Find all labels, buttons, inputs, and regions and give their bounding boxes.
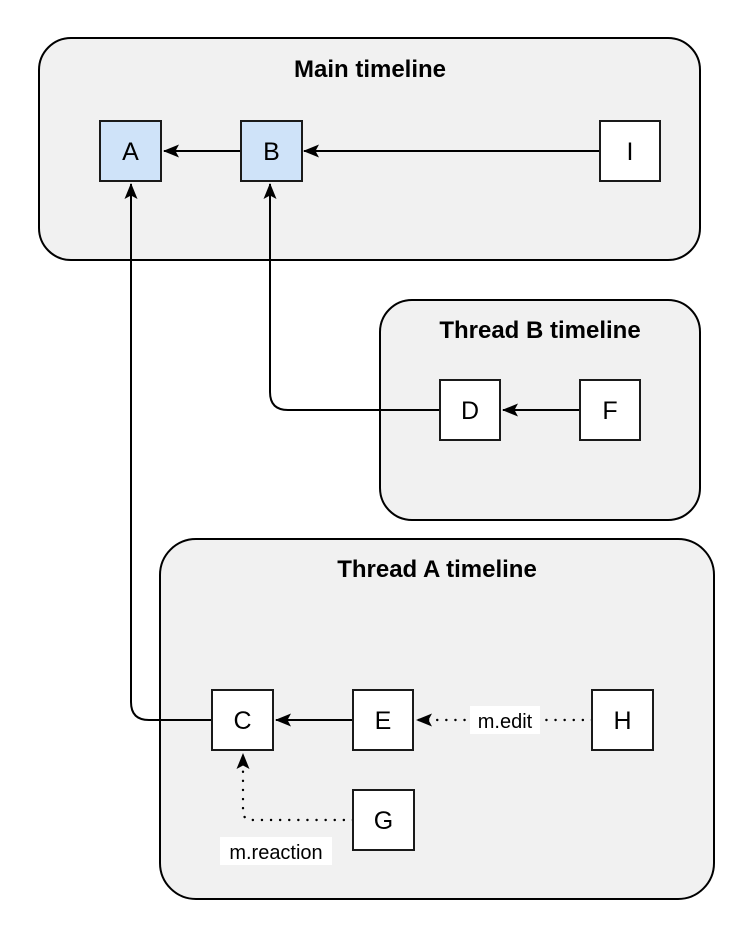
node-e-box: [352, 689, 414, 751]
m-edit-label: m.edit: [478, 711, 533, 733]
node-H: H: [591, 689, 654, 751]
node-h-label: H: [613, 707, 631, 735]
main-timeline-box: [38, 37, 701, 261]
node-i-label: I: [627, 138, 634, 166]
main-timeline-title: Main timeline: [294, 56, 446, 83]
node-g-box: [352, 789, 415, 851]
edge-label-m-edit: m.edit: [470, 706, 540, 734]
node-B: B: [240, 120, 303, 182]
node-I: I: [599, 120, 661, 182]
m-edit-label-background: [470, 706, 540, 734]
node-f-box: [579, 379, 641, 441]
node-G: G: [352, 789, 415, 851]
node-a-label: A: [122, 138, 139, 166]
node-b-label: B: [263, 138, 280, 166]
node-A: A: [99, 120, 162, 182]
node-F: F: [579, 379, 641, 441]
node-e-label: E: [375, 707, 392, 735]
edge-g-to-c-dotted: [236, 752, 355, 822]
node-d-label: D: [461, 397, 479, 425]
m-reaction-label-background: [220, 837, 332, 865]
node-C: C: [211, 689, 274, 751]
node-a-box: [99, 120, 162, 182]
node-D: D: [439, 379, 501, 441]
node-c-box: [211, 689, 274, 751]
edge-c-to-a: [124, 183, 212, 721]
thread-b-timeline-title: Thread B timeline: [439, 317, 640, 344]
node-E: E: [352, 689, 414, 751]
edge-d-to-b: [263, 183, 440, 411]
node-c-label: C: [233, 707, 251, 735]
node-i-box: [599, 120, 661, 182]
node-b-box: [240, 120, 303, 182]
node-d-box: [439, 379, 501, 441]
node-f-label: F: [602, 397, 617, 425]
m-reaction-label: m.reaction: [229, 842, 322, 864]
main-timeline-container: Main timeline: [38, 37, 701, 261]
edge-label-m-reaction: m.reaction: [220, 837, 332, 865]
thread-a-timeline-title: Thread A timeline: [337, 556, 537, 583]
node-h-box: [591, 689, 654, 751]
node-g-label: G: [374, 807, 393, 835]
